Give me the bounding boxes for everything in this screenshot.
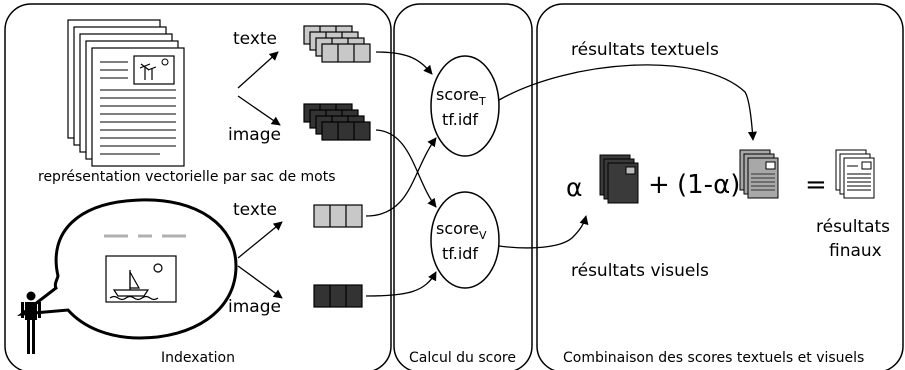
score-textual-prefix: scoreT — [436, 85, 486, 108]
textual-results-docs-icon — [739, 149, 779, 199]
panel-title-calcul: Calcul du score — [409, 350, 516, 366]
score-visual-node — [430, 191, 500, 289]
panel-title-indexation: Indexation — [161, 350, 235, 366]
indexation-panel — [4, 3, 392, 370]
arrow-doc-text — [237, 51, 279, 89]
arrow-query-text — [237, 221, 283, 259]
arrow-querytext-to-scoreT — [365, 137, 437, 217]
final-results-docs-icon — [835, 149, 875, 199]
plus-sign: + — [648, 170, 670, 200]
score-panel — [393, 3, 533, 370]
score-textual-node — [430, 55, 500, 157]
document-stack-icon — [67, 19, 185, 167]
doc-image-label: image — [228, 125, 281, 145]
visual-results-label: résultats visuels — [571, 261, 709, 281]
query-image-vector — [313, 284, 363, 308]
arrow-docimage-to-scoreV — [375, 129, 437, 208]
panel-title-combinaison: Combinaison des scores textuels et visue… — [563, 350, 864, 366]
score-visual-prefix: scoreV — [436, 219, 487, 242]
arrow-queryimage-to-scoreV — [365, 271, 437, 297]
query-text-label: texte — [233, 200, 277, 220]
score-visual-method: tf.idf — [442, 244, 478, 263]
doc-text-vectors — [303, 25, 371, 63]
arrow-scoreV-to-visual-results — [498, 215, 589, 249]
doc-text-label: texte — [233, 29, 277, 49]
alpha-symbol: α — [566, 173, 582, 202]
combination-panel — [536, 3, 904, 370]
equals-sign: = — [805, 170, 827, 200]
arrow-doctext-to-scoreT — [375, 51, 433, 75]
arrow-query-image — [237, 265, 283, 299]
person-icon — [21, 291, 41, 354]
one-minus-alpha: (1-α) — [677, 170, 740, 200]
arrow-doc-image — [237, 95, 281, 126]
visual-results-docs-icon — [599, 154, 639, 204]
vector-caption: représentation vectorielle par sac de mo… — [38, 169, 336, 185]
doc-image-vectors — [303, 103, 371, 141]
query-image-icon — [105, 255, 177, 303]
textual-results-label: résultats textuels — [571, 40, 719, 60]
score-textual-method: tf.idf — [442, 110, 478, 129]
query-text-vector — [313, 204, 363, 228]
query-image-label: image — [228, 297, 281, 317]
arrow-scoreT-to-textual-results — [498, 64, 757, 141]
final-results-label-line1: résultats — [816, 217, 890, 237]
final-results-label-line2: finaux — [829, 241, 882, 261]
